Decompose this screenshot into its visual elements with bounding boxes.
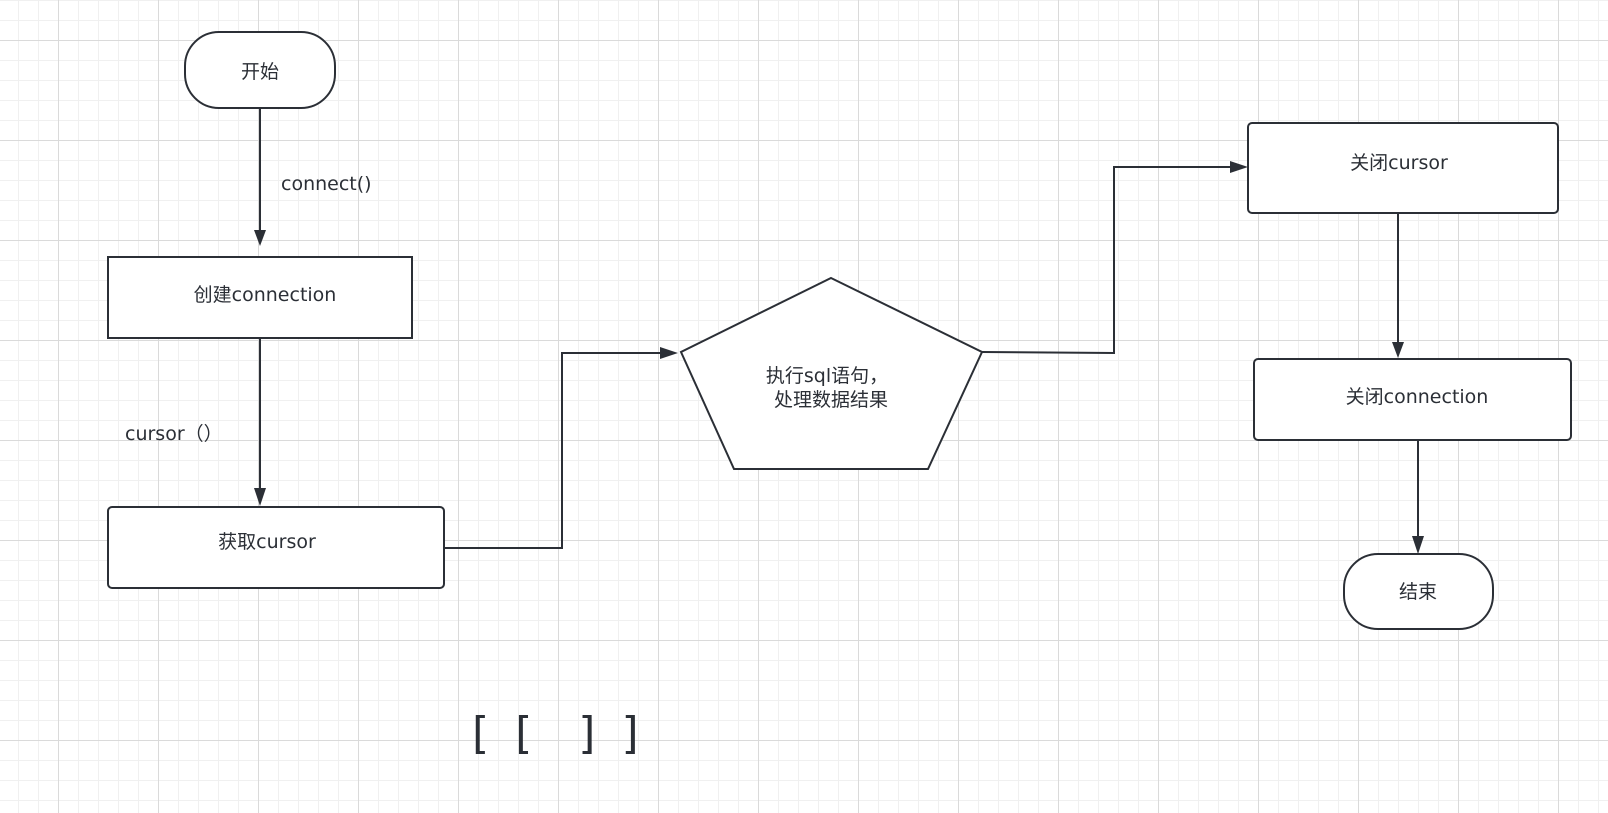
node-start[interactable]: 开始 [184, 31, 336, 109]
edge-execute-to-close-cursor[interactable] [981, 166, 1232, 355]
close-cursor-process-shape [1247, 122, 1559, 214]
node-execute-sql[interactable]: 执行sql语句， 处理数据结果 [679, 276, 984, 470]
arrowhead-close-connection [1392, 342, 1404, 358]
node-end[interactable]: 结束 [1343, 553, 1494, 630]
node-execute-sql-label-line1: 执行sql语句， [766, 365, 888, 387]
node-create-connection-label: 创建connection [194, 284, 337, 306]
node-create-connection[interactable]: 创建connection [107, 256, 413, 339]
get-cursor-process-shape [107, 506, 445, 589]
node-close-connection-label: 关闭connection [1346, 386, 1489, 408]
node-close-cursor[interactable]: 关闭cursor [1247, 122, 1559, 214]
node-get-cursor-label: 获取cursor [218, 531, 316, 553]
start-terminator-shape [184, 31, 336, 109]
arrowhead-end [1412, 536, 1424, 554]
arrowhead-cursor [254, 488, 266, 506]
node-execute-sql-label-line2: 处理数据结果 [774, 389, 888, 411]
edge-cursor-to-execute[interactable] [444, 352, 662, 549]
arrowhead-create [254, 230, 266, 246]
node-close-cursor-label: 关闭cursor [1350, 152, 1448, 174]
connectors [254, 108, 1424, 554]
node-get-cursor[interactable]: 获取cursor [107, 506, 445, 589]
execute-sql-pentagon-shape [679, 276, 984, 470]
edge-label-connect: connect() [281, 173, 372, 195]
edge-label-cursor: cursor（） [125, 423, 223, 445]
node-end-label: 结束 [1399, 581, 1437, 603]
node-close-connection[interactable]: 关闭connection [1253, 358, 1572, 441]
close-connection-process-shape [1253, 358, 1572, 441]
stray-bracket-text: [ [ ] ] [472, 708, 645, 759]
end-terminator-shape [1343, 553, 1494, 630]
node-start-label: 开始 [241, 61, 279, 83]
arrowhead-close-cursor [1230, 161, 1248, 173]
create-connection-process-shape [107, 256, 413, 339]
arrowhead-execute [660, 347, 678, 359]
